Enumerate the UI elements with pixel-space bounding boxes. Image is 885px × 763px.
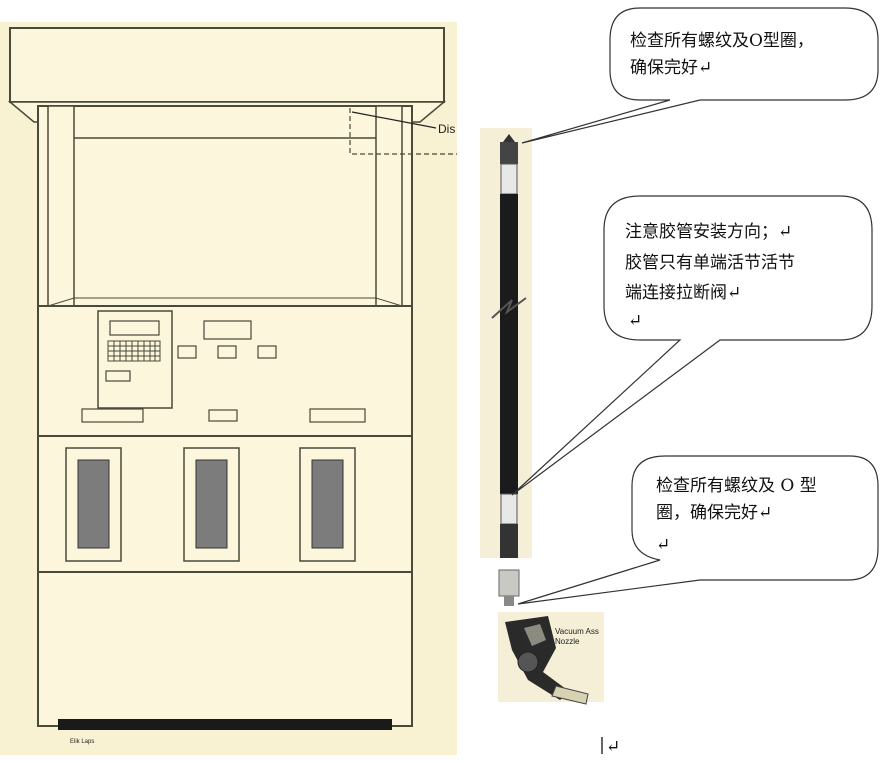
hose-bottom-coupling	[500, 524, 518, 558]
nozzle-spout	[551, 685, 589, 705]
callout-bottom-bubble	[517, 455, 879, 605]
card-slot	[105, 370, 131, 382]
callout-bottom: 检查所有螺纹及 O 型 圈，确保完好↵ ↵	[517, 455, 879, 605]
right-column	[375, 105, 403, 307]
callout-bottom-line3: ↵	[656, 535, 670, 555]
dispenser-canopy	[9, 27, 445, 103]
keypad-display	[109, 320, 160, 336]
callout-top-bubble	[521, 7, 879, 144]
grade-strip-left	[81, 408, 144, 423]
callout-middle-line3: 端连接拉断阀↵	[625, 283, 741, 303]
hose-bottom-ferrule	[500, 493, 518, 525]
callout-middle-line1: 注意胶管安装方向；↵	[625, 222, 792, 242]
nozzle-label-line2: Nozzle	[555, 637, 580, 646]
callout-top: 检查所有螺纹及O型圈， 确保完好↵	[521, 7, 879, 144]
nozzle-window-left	[77, 459, 110, 549]
preset-button-3	[257, 345, 277, 359]
callout-top-line2: 确保完好↵	[630, 58, 712, 78]
callout-middle: 注意胶管安装方向；↵ 胶管只有单端活节活节 端连接拉断阀↵ ↵	[511, 195, 873, 496]
grade-strip-center	[208, 409, 238, 422]
breakaway-valve	[498, 569, 520, 597]
grade-strip-right	[309, 408, 366, 423]
preset-button-2	[217, 345, 237, 359]
keypad-grid	[107, 340, 161, 362]
hose-top-coupling	[500, 142, 518, 164]
hose-break-mark	[491, 297, 527, 319]
nozzle-window-right	[311, 459, 344, 549]
left-column	[47, 105, 75, 307]
nozzle-label-line1: Vacuum Ass	[555, 627, 599, 636]
price-display	[203, 320, 252, 340]
callout-middle-line4: ↵	[628, 311, 642, 331]
callout-top-line1: 检查所有螺纹及O型圈，	[630, 31, 814, 51]
detail-pointer-label: Dis	[438, 122, 455, 136]
callout-middle-bubble	[511, 195, 873, 496]
breakaway-valve-tip	[504, 596, 514, 606]
preset-button-1	[177, 345, 197, 359]
callout-middle-line2: 胶管只有单端活节活节	[625, 253, 795, 273]
nozzle-gauge	[517, 651, 539, 673]
hose-top-ferrule	[500, 163, 518, 195]
dispenser-footer-label: Elik Laps	[70, 739, 94, 745]
detail-pointer-line	[351, 111, 437, 129]
hose-body	[500, 194, 518, 494]
dispenser-base	[58, 719, 392, 730]
nozzle-handle	[524, 624, 546, 646]
paragraph-mark: ↵	[606, 737, 620, 757]
callout-bottom-line1: 检查所有螺纹及 O 型	[656, 476, 817, 496]
hose-top-tip	[503, 134, 515, 142]
nozzle-window-center	[195, 459, 228, 549]
callout-bottom-line2: 圈，确保完好↵	[656, 503, 772, 523]
upper-section-lip	[47, 297, 403, 307]
